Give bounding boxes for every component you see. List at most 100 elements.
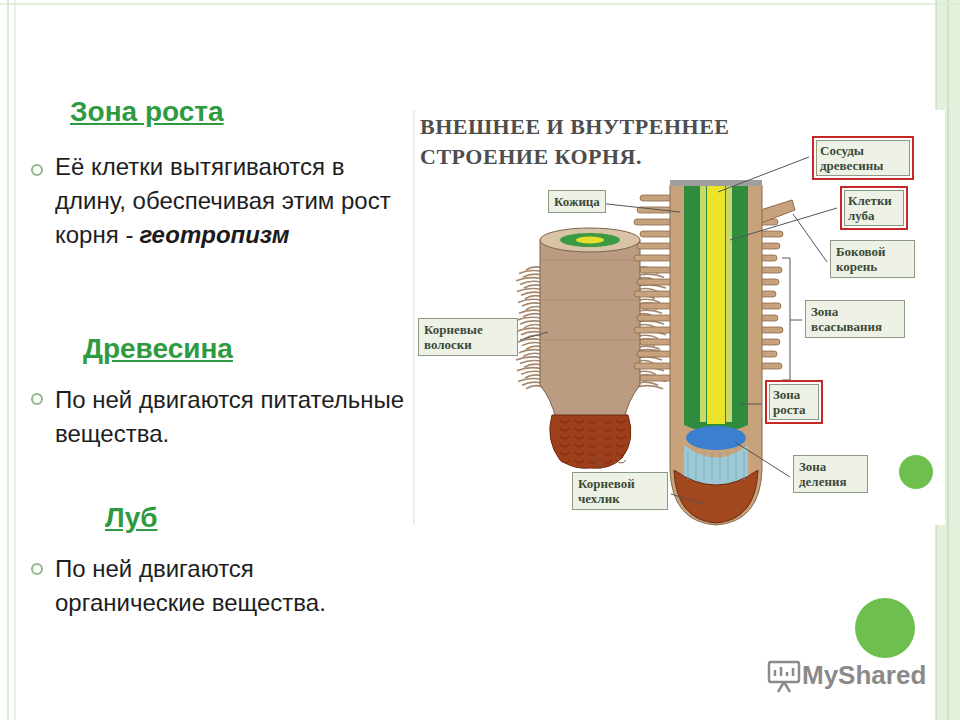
deco-circle [855,598,915,658]
root-hair [520,321,542,324]
heading-text: Зона роста [70,96,224,127]
cap-scale [602,436,612,439]
bullet [32,564,42,574]
diagram-ground [413,110,945,525]
root-hair [526,386,542,389]
frame-line [948,0,949,720]
diagram-title: ВНЕШНЕЕ И ВНУТРЕННЕЕ СТРОЕНИЕ КОРНЯ. [420,114,729,169]
lateral-finger [634,255,674,261]
cap-scale [588,452,598,455]
cross-section [540,228,640,252]
cap-scale [560,436,570,439]
cap-scale [574,420,584,423]
root-hair [638,299,660,302]
cap-scale [616,420,626,423]
root-texture [540,260,640,340]
cap-scale [616,436,626,439]
label-box: Корневые волоски [418,318,518,356]
external-root-body [540,240,640,420]
label-box: Боковой корень [830,240,915,278]
root-hair [516,278,542,281]
bullet-text: По ней двигаются органические вещества. [55,555,326,616]
label-text: Клетки луба [848,193,900,223]
label-text: Корневые волоски [424,322,512,352]
term-heading: Луб [105,502,158,534]
cap-scale [560,444,570,447]
root-hair [638,382,658,385]
lateral-finger [637,243,674,249]
cell-wall [688,452,689,480]
root-hair [524,364,542,367]
cap-scales [560,420,626,463]
bullet-text: По ней двигаются питательные вещества. [55,383,415,451]
root-hair [517,368,542,371]
label-box: Зона деления [793,455,868,493]
cap-scale [616,428,626,431]
watermark: MyShared [802,660,926,691]
cell-wall [744,452,745,480]
leader-line [793,214,827,262]
label-text: Боковой корень [836,244,909,274]
root-hair [523,274,542,277]
root-hair [638,335,658,338]
label-text: Зона роста [773,387,815,417]
label-text: Корневой чехлик [578,476,662,506]
bullet [32,394,42,404]
cap-scale [560,452,570,455]
bullet-text: По ней двигаются питательные вещества. [55,386,404,447]
root-hair [525,296,542,299]
zone-bracket [782,258,802,380]
cell-wall [728,452,729,480]
label-text: Зона всасывания [811,304,899,334]
leader-lines [520,157,837,505]
term-heading: Зона роста [70,96,224,128]
root-hair [523,353,542,356]
cell-wall [704,452,705,480]
lateral-finger [634,363,674,369]
cap-scale [574,460,584,463]
label-box: Кожица [548,190,606,213]
root-hair [523,314,542,317]
bullet [32,165,42,175]
root-hair [522,342,542,345]
frame-line [0,3,960,5]
root-hair [638,274,664,277]
cross-section-green [560,233,620,247]
root-hair [521,371,542,374]
lateral-finger [640,375,674,381]
section-root-outer [670,185,762,525]
section-root-green [684,186,748,433]
root-hair [522,303,542,306]
root-hair [516,317,542,320]
lateral-finger [634,219,674,225]
cap-scale [574,428,584,431]
root-hair [517,328,542,331]
root-hair [518,378,542,381]
diagram-title-box: ВНЕШНЕЕ И ВНУТРЕННЕЕ СТРОЕНИЕ КОРНЯ. [420,112,800,172]
cap-scale [560,420,570,423]
diagram-edge [414,110,415,525]
lateral-finger [637,351,674,357]
leader-line [735,442,790,477]
root-hair [516,357,542,360]
bullet-text: Её клетки вытягиваются в длину, обеспечи… [55,150,415,252]
cap-scale [560,428,570,431]
label-box: Корневой чехлик [572,472,668,510]
emphasis-word: геотропизм [139,221,289,248]
leader-line [598,203,680,212]
watermark-icon [769,662,799,692]
section-root-cap [674,470,758,523]
lateral-finger [640,339,674,345]
root-hair [520,360,542,363]
cap-scale [574,452,584,455]
cell-zone [684,445,748,485]
cell-wall [720,452,721,480]
label-box: Зона всасывания [805,300,905,338]
cap-scale [616,460,626,463]
frame-line [15,0,16,720]
section-root-phloem [726,186,732,422]
root-hair [638,386,663,389]
cap-scale [602,420,612,423]
leader-line [740,404,762,405]
root-hair [524,285,542,288]
